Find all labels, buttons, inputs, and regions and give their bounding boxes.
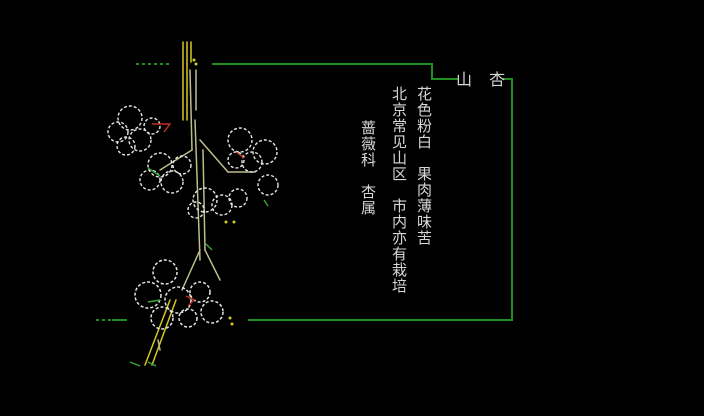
frame-right-line	[248, 78, 513, 321]
branch-right-twig	[199, 139, 229, 173]
branch-left-twig	[159, 149, 193, 171]
branches	[144, 41, 256, 366]
branch-main-4	[202, 149, 206, 251]
plant-title: 山 杏	[456, 70, 512, 89]
red-accents	[152, 123, 245, 307]
flower-cluster-center	[187, 187, 248, 219]
branch-lower-1	[181, 249, 201, 291]
flower-cluster-right	[227, 127, 279, 196]
red-mark-1	[152, 123, 172, 133]
green-leaf-5	[129, 361, 157, 367]
stamen-dots	[192, 58, 236, 326]
green-leaf-3	[205, 243, 213, 251]
description-column-2: 北京常见山区 市内亦有栽培	[390, 86, 408, 294]
branch-bottom-3	[157, 339, 161, 351]
description-column-3: 蔷薇科 杏属	[359, 120, 377, 216]
green-leaf-1	[147, 167, 161, 177]
flower-cluster-middle	[139, 152, 192, 194]
green-leaf-4	[147, 299, 161, 303]
branch-main-3	[194, 119, 201, 261]
red-mark-3	[185, 295, 196, 307]
branch-main-1	[189, 69, 193, 151]
branch-bottom-1	[144, 299, 171, 366]
description-column-1: 花色粉白 果肉薄味苦	[415, 86, 433, 246]
frame-top-line	[212, 63, 458, 80]
frame	[96, 63, 513, 321]
flower-cluster-upper-left	[107, 105, 161, 156]
branch-bottom-2	[151, 299, 177, 366]
green-accents	[129, 167, 269, 367]
green-leaf-2	[263, 199, 269, 207]
flower-cluster-bottom	[134, 259, 224, 330]
red-mark-2	[235, 151, 245, 159]
branch-lower-2	[204, 249, 221, 281]
